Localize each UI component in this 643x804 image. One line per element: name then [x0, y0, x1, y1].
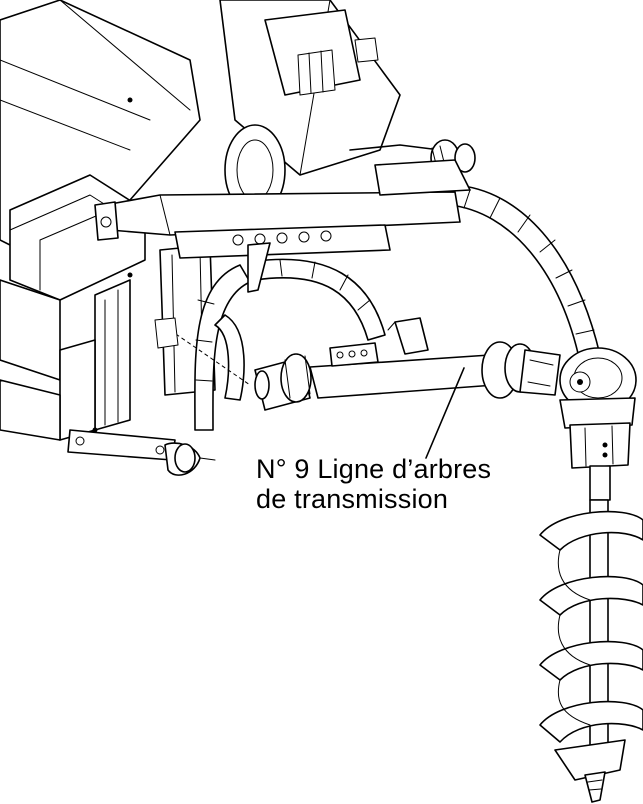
auger-flighting	[539, 499, 643, 803]
lift-arm	[94, 159, 471, 293]
hydraulic-block	[219, 0, 401, 216]
callout-line-2: de transmission	[256, 484, 449, 514]
callout-line-1: N° 9 Ligne d’arbres	[256, 454, 492, 484]
drive-shaft	[254, 317, 561, 411]
machine-frame	[0, 0, 216, 441]
auger-gearbox	[559, 347, 637, 501]
lower-linkage	[67, 317, 251, 476]
callout-label: N° 9 Ligne d’arbres de transmission	[256, 454, 491, 514]
callout-leader-line	[425, 367, 465, 459]
